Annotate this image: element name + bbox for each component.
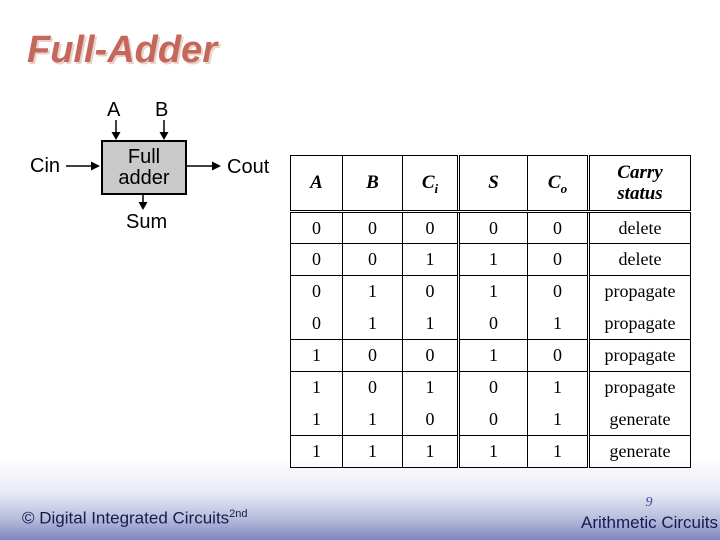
table-cell: 0	[527, 243, 589, 276]
table-cell: 0	[402, 275, 459, 308]
column-header-a: A	[290, 155, 343, 213]
input-b-label: B	[155, 99, 169, 121]
table-cell: 0	[342, 339, 403, 372]
table-cell: 1	[290, 371, 343, 404]
table-row: 0 1 1 0 1 propagate	[290, 307, 691, 340]
column-header-carry-status: Carry status	[587, 155, 691, 213]
table-cell: 1	[402, 371, 459, 404]
table-cell: 0	[342, 371, 403, 404]
page-number: 9	[645, 495, 653, 510]
table-cell: 0	[342, 211, 403, 244]
table-cell: 0	[290, 275, 343, 308]
edition-superscript: 2nd	[229, 508, 248, 520]
table-row: 0 0 1 1 0 delete	[290, 243, 691, 276]
table-cell: delete	[587, 211, 691, 244]
table-cell: 1	[402, 435, 459, 468]
table-row: 0 0 0 0 0 delete	[290, 211, 691, 244]
table-header-row: A B Ci S Co Carry status	[290, 155, 691, 213]
table-cell: 1	[527, 435, 589, 468]
footer-copyright: © Digital Integrated Circuits2nd	[22, 508, 248, 529]
slide-title: Full-Adder	[27, 29, 217, 71]
table-cell: propagate	[587, 275, 691, 308]
table-cell: 1	[457, 275, 528, 308]
table-cell: 0	[457, 371, 528, 404]
diagram-arrows	[66, 120, 221, 210]
table-cell: 0	[290, 211, 343, 244]
input-a-label: A	[107, 99, 121, 121]
table-cell: 1	[402, 307, 459, 340]
table-cell: 1	[290, 435, 343, 468]
carry-in-label: Cin	[30, 155, 61, 177]
table-cell: propagate	[587, 371, 691, 404]
sum-output-arrow	[138, 195, 148, 210]
table-cell: 1	[402, 243, 459, 276]
column-header-co: Co	[527, 155, 589, 213]
table-cell: 0	[457, 307, 528, 340]
column-header-s: S	[457, 155, 528, 213]
table-cell: propagate	[587, 339, 691, 372]
table-cell: 0	[457, 403, 528, 436]
table-cell: generate	[587, 403, 691, 436]
table-row: 1 1 0 0 1 generate	[290, 403, 691, 436]
full-adder-diagram: A B Cin Full adder Cout Sum	[20, 95, 280, 245]
table-cell: 1	[290, 339, 343, 372]
full-adder-block: Full adder	[101, 140, 187, 195]
column-header-ci: Ci	[402, 155, 459, 213]
table-cell: 0	[457, 211, 528, 244]
sum-label: Sum	[126, 211, 168, 233]
table-cell: 0	[290, 243, 343, 276]
table-row: 1 0 1 0 1 propagate	[290, 371, 691, 404]
table-cell: 0	[402, 403, 459, 436]
table-cell: 1	[457, 339, 528, 372]
table-cell: 1	[342, 275, 403, 308]
table-cell: delete	[587, 243, 691, 276]
block-label-line1: Full	[127, 145, 161, 168]
table-row: 1 1 1 1 1 generate	[290, 435, 691, 468]
table-cell: 1	[290, 403, 343, 436]
table-cell: 0	[290, 307, 343, 340]
cout-output-arrow	[187, 161, 221, 171]
table-cell: 0	[342, 243, 403, 276]
table-cell: 0	[527, 339, 589, 372]
copyright-text: © Digital Integrated Circuits	[22, 508, 230, 528]
table-cell: 1	[342, 403, 403, 436]
table-cell: generate	[587, 435, 691, 468]
table-cell: 1	[342, 307, 403, 340]
table-cell: 0	[402, 211, 459, 244]
table-cell: 1	[527, 371, 589, 404]
b-input-arrow	[159, 120, 169, 140]
table-cell: propagate	[587, 307, 691, 340]
column-header-b: B	[342, 155, 403, 213]
table-cell: 0	[527, 275, 589, 308]
carry-out-label: Cout	[227, 156, 270, 178]
table-cell: 1	[527, 403, 589, 436]
table-cell: 1	[457, 435, 528, 468]
a-input-arrow	[111, 120, 121, 140]
block-label-line2: adder	[118, 166, 170, 189]
cin-input-arrow	[66, 161, 100, 171]
table-cell: 0	[402, 339, 459, 372]
table-cell: 1	[527, 307, 589, 340]
footer-course-label: Arithmetic Circuits	[581, 513, 718, 532]
table-cell: 1	[342, 435, 403, 468]
table-row: 1 0 0 1 0 propagate	[290, 339, 691, 372]
truth-table: A B Ci S Co Carry status 0 0 0 0 0 delet…	[290, 155, 691, 468]
table-cell: 0	[527, 211, 589, 244]
table-cell: 1	[457, 243, 528, 276]
table-row: 0 1 0 1 0 propagate	[290, 275, 691, 308]
